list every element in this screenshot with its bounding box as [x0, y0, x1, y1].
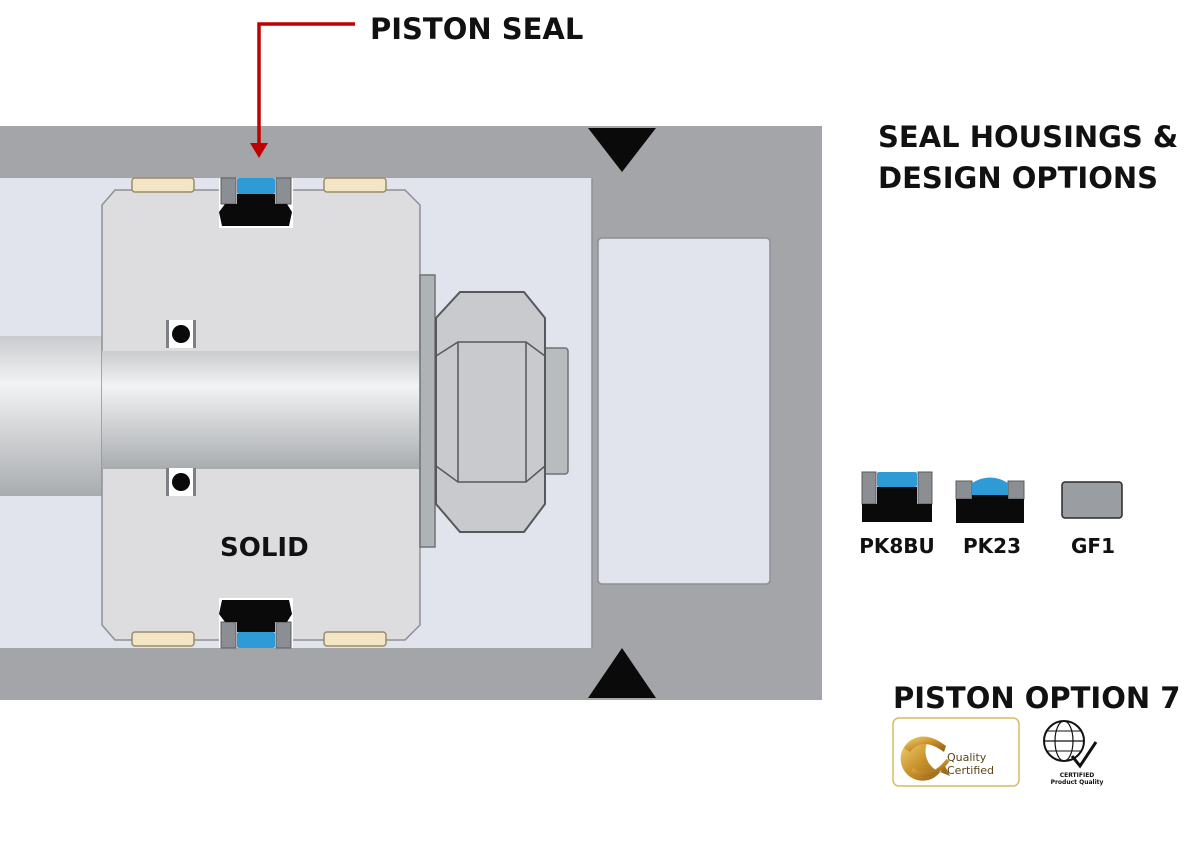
option-pk23-icon	[955, 477, 1025, 523]
options-title-line-1: SEAL HOUSINGS &	[878, 120, 1178, 154]
option-label: GF1	[1071, 534, 1115, 558]
o-ring-bottom	[166, 468, 196, 496]
wear-ring	[131, 177, 195, 193]
callout-arrow	[257, 22, 355, 146]
wear-ring	[323, 631, 387, 647]
piston-nut	[419, 274, 569, 548]
badge-text: CERTIFIED	[1060, 772, 1095, 779]
option-pk8bu-icon	[861, 471, 933, 522]
weld-triangle-bottom	[588, 648, 656, 698]
o-ring-top	[166, 320, 196, 348]
wear-ring	[323, 177, 387, 193]
piston-option-title: PISTON OPTION 7	[893, 681, 1180, 715]
washer	[419, 274, 436, 548]
hex-nut	[435, 291, 546, 533]
end-cap-port	[597, 237, 771, 585]
certified-product-quality-badge: CERTIFIED Product Quality	[1043, 720, 1104, 786]
badge-text: Product Quality	[1051, 779, 1104, 786]
wear-ring	[131, 631, 195, 647]
option-label: PK23	[963, 534, 1021, 558]
badge-text: Quality	[947, 751, 987, 764]
seal-options-panel: SEAL HOUSINGS & DESIGN OPTIONS PK8BU PK2…	[859, 120, 1178, 558]
piston-seal-bottom	[219, 598, 293, 649]
wear-rings	[131, 177, 387, 647]
weld-triangle-top	[588, 128, 656, 172]
option-gf1-icon	[1061, 481, 1123, 519]
housing-top-wall	[0, 126, 822, 178]
arrow-head	[250, 143, 268, 158]
option-label: PK8BU	[859, 534, 935, 558]
piston-seal-top	[219, 177, 293, 228]
piston-type-label: SOLID	[220, 533, 309, 563]
options-title-line-2: DESIGN OPTIONS	[878, 161, 1158, 195]
callout-label: PISTON SEAL	[370, 12, 583, 46]
badge-text: Certified	[947, 764, 994, 777]
housing-bottom-wall	[0, 648, 822, 700]
piston-seal-callout: PISTON SEAL	[250, 12, 583, 158]
quality-certified-badge: Quality Certified	[892, 717, 1020, 787]
